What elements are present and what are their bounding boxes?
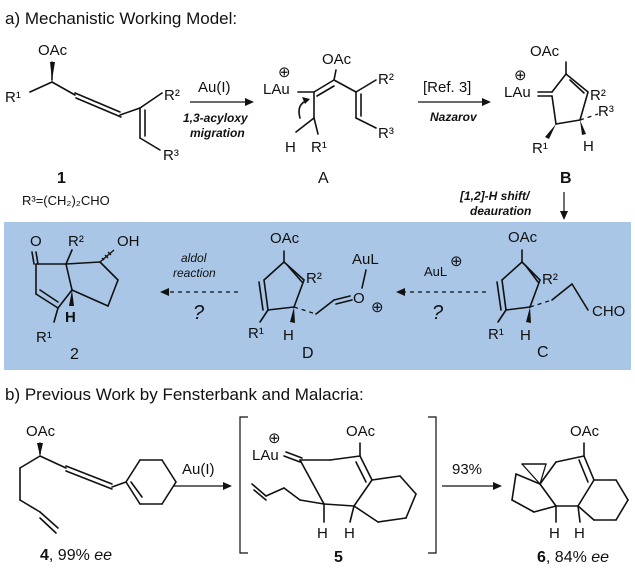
- svg-text:93%: 93%: [452, 461, 482, 478]
- arrow-aldol: aldol reaction ?: [160, 251, 238, 324]
- svg-text:OAc: OAc: [530, 43, 560, 60]
- svg-text:A: A: [318, 170, 329, 187]
- svg-text:R³: R³: [163, 147, 179, 164]
- compound-4: OAc 4, 99% ee: [19, 423, 177, 564]
- svg-text:H: H: [574, 525, 585, 542]
- svg-text:OAc: OAc: [346, 423, 376, 440]
- svg-text:OAc: OAc: [508, 229, 538, 246]
- svg-text:⊕: ⊕: [371, 299, 384, 316]
- svg-text:1,3-acyloxy: 1,3-acyloxy: [183, 111, 249, 125]
- svg-text:AuL: AuL: [352, 251, 379, 268]
- svg-text:H: H: [65, 309, 76, 326]
- svg-text:R²: R²: [378, 71, 394, 88]
- svg-text:R³: R³: [378, 125, 394, 142]
- svg-text:migration: migration: [190, 126, 245, 140]
- svg-text:AuL: AuL: [424, 264, 447, 279]
- svg-text:R²: R²: [590, 87, 606, 104]
- svg-text:D: D: [302, 345, 314, 362]
- compound-b: OAc LAu ⊕ R² R³ H R¹ B: [504, 43, 614, 187]
- svg-text:⊕: ⊕: [450, 253, 463, 270]
- svg-text:CHO: CHO: [592, 303, 625, 320]
- arrow-b-au: Au(I): [174, 461, 232, 490]
- svg-text:R¹: R¹: [36, 329, 52, 346]
- section-b-title: b) Previous Work by Fensterbank and Mala…: [5, 385, 364, 404]
- svg-text:5: 5: [334, 549, 343, 566]
- compound-6-caption: 6, 84% ee: [537, 549, 609, 566]
- svg-text:R¹: R¹: [488, 326, 504, 343]
- svg-text:R³=(CH₂)₂CHO: R³=(CH₂)₂CHO: [22, 193, 110, 208]
- svg-text:2: 2: [70, 346, 79, 363]
- section-a-title: a) Mechanistic Working Model:: [5, 9, 237, 28]
- highlight-box: [4, 222, 631, 370]
- svg-text:R²: R²: [68, 233, 84, 250]
- compound-4-caption: 4, 99% ee: [40, 547, 112, 564]
- arrow-h-shift: [1,2]-H shift/ deauration: [459, 189, 568, 220]
- svg-text:H: H: [583, 138, 594, 155]
- svg-text:[Ref. 3]: [Ref. 3]: [423, 79, 471, 96]
- svg-text:R¹: R¹: [5, 89, 21, 106]
- svg-text:H: H: [283, 327, 294, 344]
- svg-text:1: 1: [57, 170, 66, 187]
- compound-5: OAc ⊕ LAu H H 5: [251, 423, 417, 566]
- svg-text:Au(I): Au(I): [182, 461, 215, 478]
- svg-text:H: H: [317, 525, 328, 542]
- compound-c: OAc R² R¹ H CHO C: [488, 229, 625, 361]
- svg-text:B: B: [560, 170, 572, 187]
- svg-text:aldol: aldol: [181, 251, 207, 265]
- svg-text:C: C: [537, 344, 549, 361]
- svg-text:deauration: deauration: [470, 204, 531, 218]
- compound-d: OAc R² R¹ H O AuL ⊕ D: [248, 230, 384, 362]
- svg-text:R²: R²: [306, 270, 322, 287]
- svg-text:H: H: [549, 525, 560, 542]
- svg-text:OH: OH: [117, 233, 140, 250]
- svg-text:H: H: [285, 139, 296, 156]
- svg-text:OAc: OAc: [26, 423, 56, 440]
- svg-text:OAc: OAc: [570, 423, 600, 440]
- svg-text:O: O: [353, 290, 365, 307]
- arrow-b-93: 93%: [442, 461, 502, 490]
- compound-a: LAu ⊕ OAc R² R³ H R¹ A: [263, 51, 394, 187]
- svg-text:Nazarov: Nazarov: [430, 110, 478, 124]
- svg-text:?: ?: [432, 302, 444, 324]
- svg-text:O: O: [30, 233, 42, 250]
- svg-text:LAu: LAu: [504, 84, 531, 101]
- svg-text:R¹: R¹: [311, 139, 327, 156]
- svg-text:R²: R²: [164, 87, 180, 104]
- svg-text:⊕: ⊕: [278, 64, 291, 81]
- compound-1: OAc R¹ R² R³ 1 R³=(CH₂)₂CHO: [5, 42, 180, 208]
- svg-text:LAu: LAu: [263, 81, 290, 98]
- svg-text:OAc: OAc: [38, 42, 68, 59]
- svg-text:Au(I): Au(I): [198, 79, 231, 96]
- svg-text:[1,2]-H shift/: [1,2]-H shift/: [459, 189, 531, 203]
- svg-text:OAc: OAc: [322, 51, 352, 68]
- svg-text:H: H: [344, 525, 355, 542]
- svg-text:reaction: reaction: [173, 266, 216, 280]
- svg-text:LAu: LAu: [252, 447, 279, 464]
- svg-text:OAc: OAc: [270, 230, 300, 247]
- bracket: [239, 416, 437, 554]
- arrow-au-coordination: AuL ⊕ ?: [396, 253, 486, 324]
- svg-text:R³: R³: [598, 103, 614, 120]
- compound-6: OAc H H 6, 84% ee: [511, 423, 629, 566]
- svg-text:?: ?: [193, 302, 205, 324]
- svg-text:⊕: ⊕: [514, 67, 527, 84]
- svg-text:R¹: R¹: [248, 325, 264, 342]
- svg-text:R¹: R¹: [532, 140, 548, 157]
- svg-text:H: H: [520, 327, 531, 344]
- svg-text:R²: R²: [542, 271, 558, 288]
- svg-text:⊕: ⊕: [268, 430, 281, 447]
- arrow-au-migration: Au(I) 1,3-acyloxy migration: [183, 79, 254, 140]
- arrow-nazarov: [Ref. 3] Nazarov: [418, 79, 491, 124]
- compound-2: O R² OH H R¹ 2: [30, 233, 140, 363]
